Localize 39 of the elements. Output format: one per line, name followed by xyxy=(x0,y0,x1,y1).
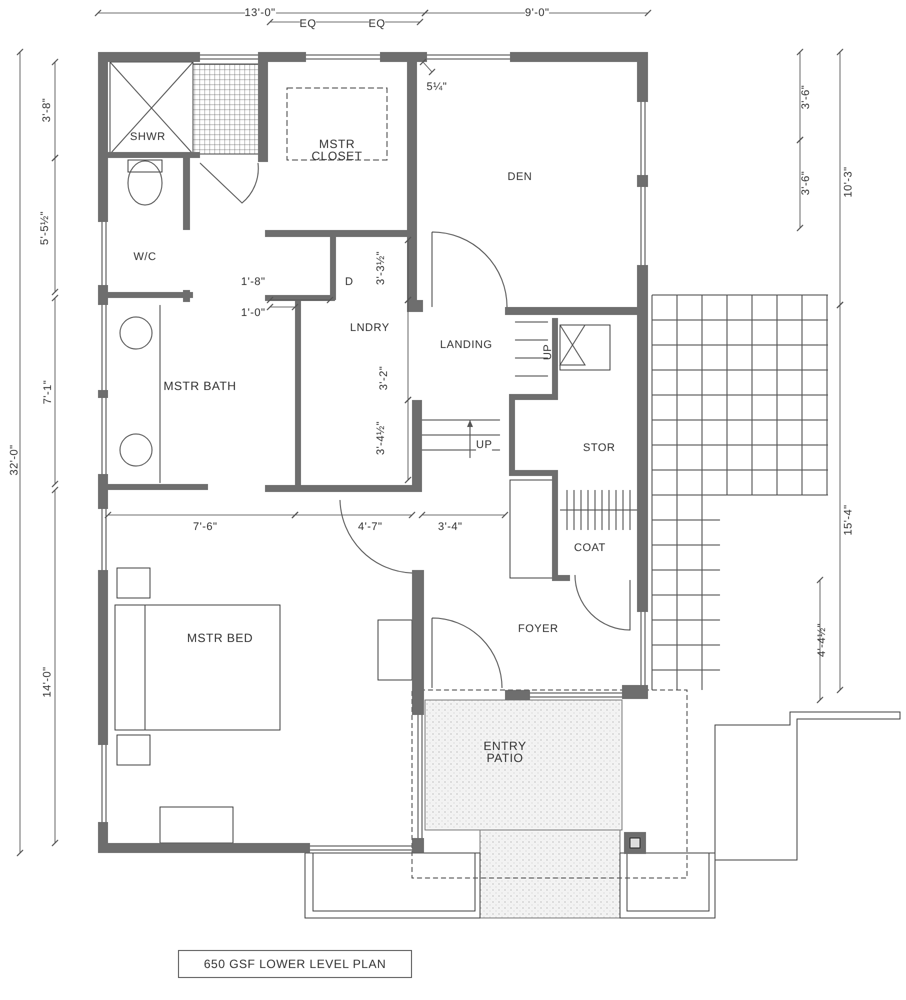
dimension-text: EQ xyxy=(368,18,386,30)
dimension-text: EQ xyxy=(300,18,316,30)
room-label: LANDING xyxy=(440,339,492,351)
dimension-text: 5'-5½" xyxy=(39,210,52,246)
dimension-text: 7'-6" xyxy=(193,521,218,533)
dimension-text: 32'-0" xyxy=(8,444,20,476)
dimension-text: 3'-3½" xyxy=(375,250,388,286)
dimension-text: 14'-0" xyxy=(41,666,54,698)
dimension-text: 4'-7" xyxy=(358,521,382,533)
dimension-text: 3'-2" xyxy=(378,366,390,390)
room-label: STOR xyxy=(583,442,616,454)
dimension-text: 1'-0" xyxy=(241,307,266,319)
dimension-text: 4'-4½" xyxy=(816,622,828,658)
dimension-text: UP xyxy=(542,344,554,360)
dimension-text: 5¼" xyxy=(426,81,448,93)
room-label: LNDRY xyxy=(350,322,390,334)
dimension-text: 3'-6" xyxy=(800,84,812,110)
dimension-text: 3'-8" xyxy=(41,98,54,122)
room-label: ENTRY PATIO xyxy=(482,740,528,764)
dimension-text: 3'-4½" xyxy=(375,420,388,456)
dimension-text: 13'-0" xyxy=(244,7,276,19)
room-label: MSTR CLOSET xyxy=(310,138,364,162)
room-label: MSTR BATH xyxy=(162,380,238,392)
dimension-text: 3'-6" xyxy=(800,170,812,196)
room-label: FOYER xyxy=(518,623,558,635)
room-label: MSTR BED xyxy=(186,632,254,644)
dimension-text: 3'-4" xyxy=(438,521,462,533)
room-label: SHWR xyxy=(130,131,166,143)
dimension-text: 10'-3" xyxy=(842,166,854,198)
room-label: COAT xyxy=(574,542,606,554)
plan-title: 650 GSF LOWER LEVEL PLAN xyxy=(178,950,412,978)
room-label: W/C xyxy=(134,251,156,263)
dimension-text: 15'-4" xyxy=(842,504,854,536)
room-label: DEN xyxy=(508,171,532,183)
dimension-text: 9'-0" xyxy=(525,7,550,19)
dimension-text: UP xyxy=(476,439,492,451)
dimension-text: 1'-8" xyxy=(241,276,266,288)
dimension-text: 7'-1" xyxy=(42,380,54,404)
room-label: D xyxy=(345,276,354,288)
